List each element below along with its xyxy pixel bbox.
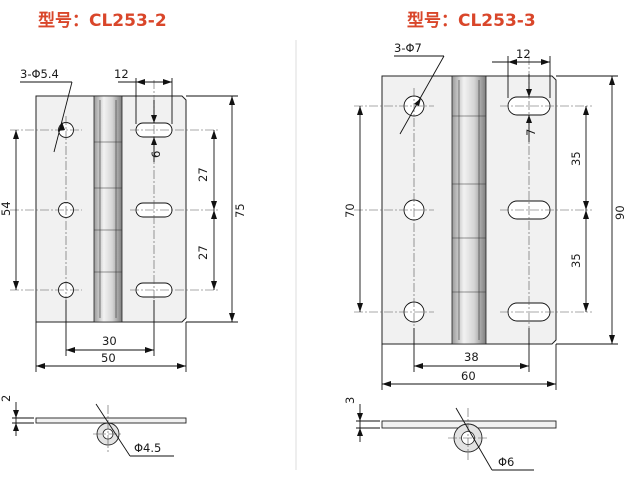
hinge-knuckle (451, 75, 487, 345)
dim-height-total: 90 (613, 205, 627, 220)
dim-width-total: 50 (101, 351, 116, 365)
dim-width-total: 60 (461, 369, 476, 383)
dim-width-half: 12 (516, 47, 531, 61)
dim-thickness: 3 (343, 397, 357, 404)
dim-hinge-center: 38 (464, 350, 479, 364)
hinge-side-view (35, 417, 187, 424)
model-title-cl253-2: 型号：CL253-2 (38, 11, 167, 31)
dim-pitch-upper: 35 (569, 151, 583, 166)
dim-slot-width: 6 (149, 151, 163, 158)
dim-pitch-lower: 35 (569, 253, 583, 268)
dim-pitch-upper: 27 (196, 167, 210, 182)
model-title-cl253-3: 型号：CL253-3 (407, 11, 536, 31)
dim-width-half: 12 (114, 67, 129, 81)
dim-hinge-center: 30 (102, 334, 117, 348)
drawing-cl253-3 (354, 55, 618, 471)
hinge-knuckle (93, 95, 123, 323)
drawing-cl253-2 (10, 78, 238, 457)
dim-slot-width: 7 (524, 129, 538, 136)
dim-pin-dia: Φ4.5 (134, 441, 161, 455)
dim-thickness: 2 (0, 395, 13, 402)
dim-hole-span: 70 (343, 203, 357, 218)
dim-height-total: 75 (233, 203, 247, 218)
dim-holes-label: 3-Φ5.4 (20, 67, 59, 81)
dim-pitch-lower: 27 (196, 245, 210, 260)
dim-hole-span: 54 (0, 201, 13, 216)
dim-holes-label: 3-Φ7 (394, 41, 422, 55)
dim-pin-dia: Φ6 (498, 455, 514, 469)
